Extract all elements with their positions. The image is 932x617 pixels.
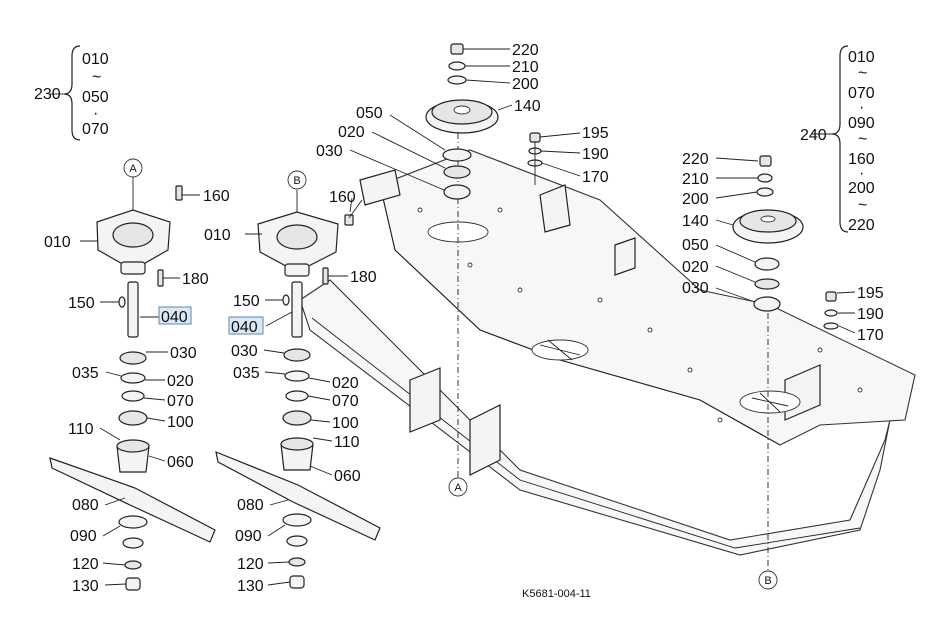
group-right-item-9: 200 bbox=[848, 180, 875, 197]
mid-label-040-highlight bbox=[228, 316, 264, 335]
right-group-brace bbox=[831, 45, 849, 233]
right-label-030: 030 bbox=[682, 280, 709, 297]
group-left-number: 230 bbox=[34, 86, 61, 103]
right-label-210: 210 bbox=[682, 171, 709, 188]
ref-label-a-top: A bbox=[129, 163, 137, 175]
mid-label-110: 110 bbox=[334, 434, 360, 451]
group-left-item-2: ~ bbox=[92, 69, 101, 86]
right-label-195: 195 bbox=[857, 285, 884, 302]
mid-label-100: 100 bbox=[332, 415, 359, 432]
mid-label-160: 160 bbox=[329, 189, 356, 206]
mid-label-035: 035 bbox=[233, 365, 260, 382]
group-right-item-2: ~ bbox=[858, 65, 867, 82]
mid-spindle-assembly bbox=[215, 190, 381, 589]
top-label-200: 200 bbox=[512, 76, 539, 93]
left-label-090: 090 bbox=[70, 528, 97, 545]
left-label-120: 120 bbox=[72, 556, 99, 573]
mid-label-090: 090 bbox=[235, 528, 262, 545]
top-label-195: 195 bbox=[582, 125, 609, 142]
mid-label-070: 070 bbox=[332, 393, 359, 410]
left-label-070: 070 bbox=[167, 393, 194, 410]
group-right-item-4: · bbox=[859, 99, 864, 116]
right-label-020: 020 bbox=[682, 259, 709, 276]
group-left-item-1: 010 bbox=[82, 51, 109, 68]
mid-label-010: 010 bbox=[204, 227, 231, 244]
mid-label-060: 060 bbox=[334, 468, 361, 485]
right-pulley-assembly bbox=[732, 155, 839, 330]
left-label-150: 150 bbox=[68, 295, 95, 312]
group-right-item-1: 010 bbox=[848, 49, 875, 66]
top-label-020: 020 bbox=[338, 124, 365, 141]
ref-label-a-bottom: A bbox=[454, 482, 462, 494]
group-left-item-3: 050 bbox=[82, 89, 109, 106]
ref-circle-b-top bbox=[287, 170, 307, 190]
left-label-060: 060 bbox=[167, 454, 194, 471]
left-label-035: 035 bbox=[72, 365, 99, 382]
left-label-160: 160 bbox=[203, 188, 230, 205]
mid-label-130: 130 bbox=[237, 578, 264, 595]
left-label-020: 020 bbox=[167, 373, 194, 390]
right-label-050: 050 bbox=[682, 237, 709, 254]
left-label-010: 010 bbox=[44, 234, 71, 251]
group-left-item-4: · bbox=[93, 105, 98, 122]
left-label-110: 110 bbox=[68, 421, 94, 438]
group-right-item-10: ~ bbox=[858, 197, 867, 214]
ref-circle-a-top bbox=[123, 158, 143, 178]
right-label-140: 140 bbox=[682, 213, 709, 230]
top-label-170: 170 bbox=[582, 169, 609, 186]
top-label-140: 140 bbox=[514, 98, 541, 115]
top-label-050: 050 bbox=[356, 105, 383, 122]
mid-label-030: 030 bbox=[231, 343, 258, 360]
top-label-030: 030 bbox=[316, 143, 343, 160]
left-label-100: 100 bbox=[167, 414, 194, 431]
group-right-item-11: 220 bbox=[848, 217, 875, 234]
ref-circle-b-bottom bbox=[758, 570, 778, 590]
mid-label-080: 080 bbox=[237, 497, 264, 514]
top-label-210: 210 bbox=[512, 59, 539, 76]
top-label-190: 190 bbox=[582, 146, 609, 163]
group-left-item-5: 070 bbox=[82, 121, 109, 138]
left-label-130: 130 bbox=[72, 578, 99, 595]
left-label-180: 180 bbox=[182, 271, 209, 288]
group-right-item-8: · bbox=[859, 165, 864, 182]
left-spindle-assembly bbox=[49, 176, 216, 591]
right-label-170: 170 bbox=[857, 327, 884, 344]
mid-label-020: 020 bbox=[332, 375, 359, 392]
left-group-brace bbox=[63, 45, 81, 141]
left-label-040: 040 bbox=[161, 309, 188, 326]
left-label-030: 030 bbox=[170, 345, 197, 362]
top-label-220: 220 bbox=[512, 42, 539, 59]
right-label-220: 220 bbox=[682, 151, 709, 168]
right-label-190: 190 bbox=[857, 306, 884, 323]
deck-holes bbox=[417, 207, 863, 423]
group-right-item-6: ~ bbox=[858, 131, 867, 148]
left-label-080: 080 bbox=[72, 497, 99, 514]
ref-label-b-top: B bbox=[293, 175, 300, 187]
right-label-200: 200 bbox=[682, 191, 709, 208]
group-right-item-5: 090 bbox=[848, 115, 875, 132]
group-right-number: 240 bbox=[800, 127, 827, 144]
group-right-item-7: 160 bbox=[848, 151, 875, 168]
left-label-040-highlight bbox=[158, 306, 192, 325]
mid-label-150: 150 bbox=[233, 293, 260, 310]
leader-lines bbox=[80, 48, 856, 586]
top-pulley-assembly bbox=[425, 43, 543, 200]
mower-deck bbox=[299, 149, 916, 556]
mid-label-120: 120 bbox=[237, 556, 264, 573]
group-right-item-3: 070 bbox=[848, 85, 875, 102]
ref-label-b-bottom: B bbox=[764, 575, 771, 587]
image-code: K5681-004-11 bbox=[522, 588, 591, 600]
mid-label-180: 180 bbox=[350, 269, 377, 286]
ref-circle-a-bottom bbox=[448, 477, 468, 497]
mid-label-040: 040 bbox=[231, 319, 258, 336]
